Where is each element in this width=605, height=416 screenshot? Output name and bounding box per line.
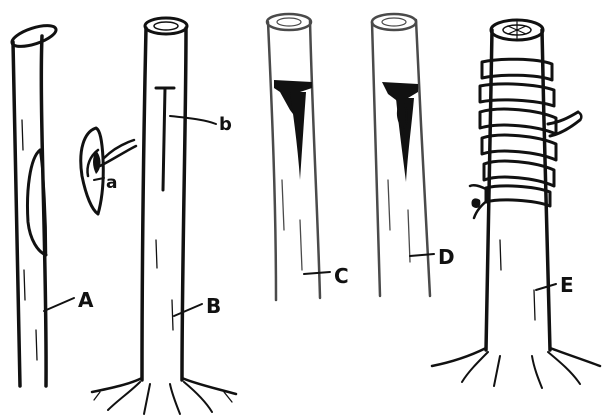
label-C: C: [334, 264, 349, 288]
figure-a-shield: [81, 128, 136, 214]
label-A: A: [78, 288, 94, 312]
figure-a-budstick: [10, 21, 59, 386]
figure-b-stock: [92, 18, 236, 414]
label-B: B: [206, 294, 221, 318]
figure-c-bud-inserted: [267, 14, 320, 300]
figure-d-bud-placed: [372, 14, 430, 296]
figure-e-bud-tied: [432, 20, 600, 388]
label-D: D: [438, 245, 455, 269]
label-E: E: [560, 273, 574, 297]
label-b: b: [219, 114, 232, 135]
label-a: a: [106, 173, 117, 193]
